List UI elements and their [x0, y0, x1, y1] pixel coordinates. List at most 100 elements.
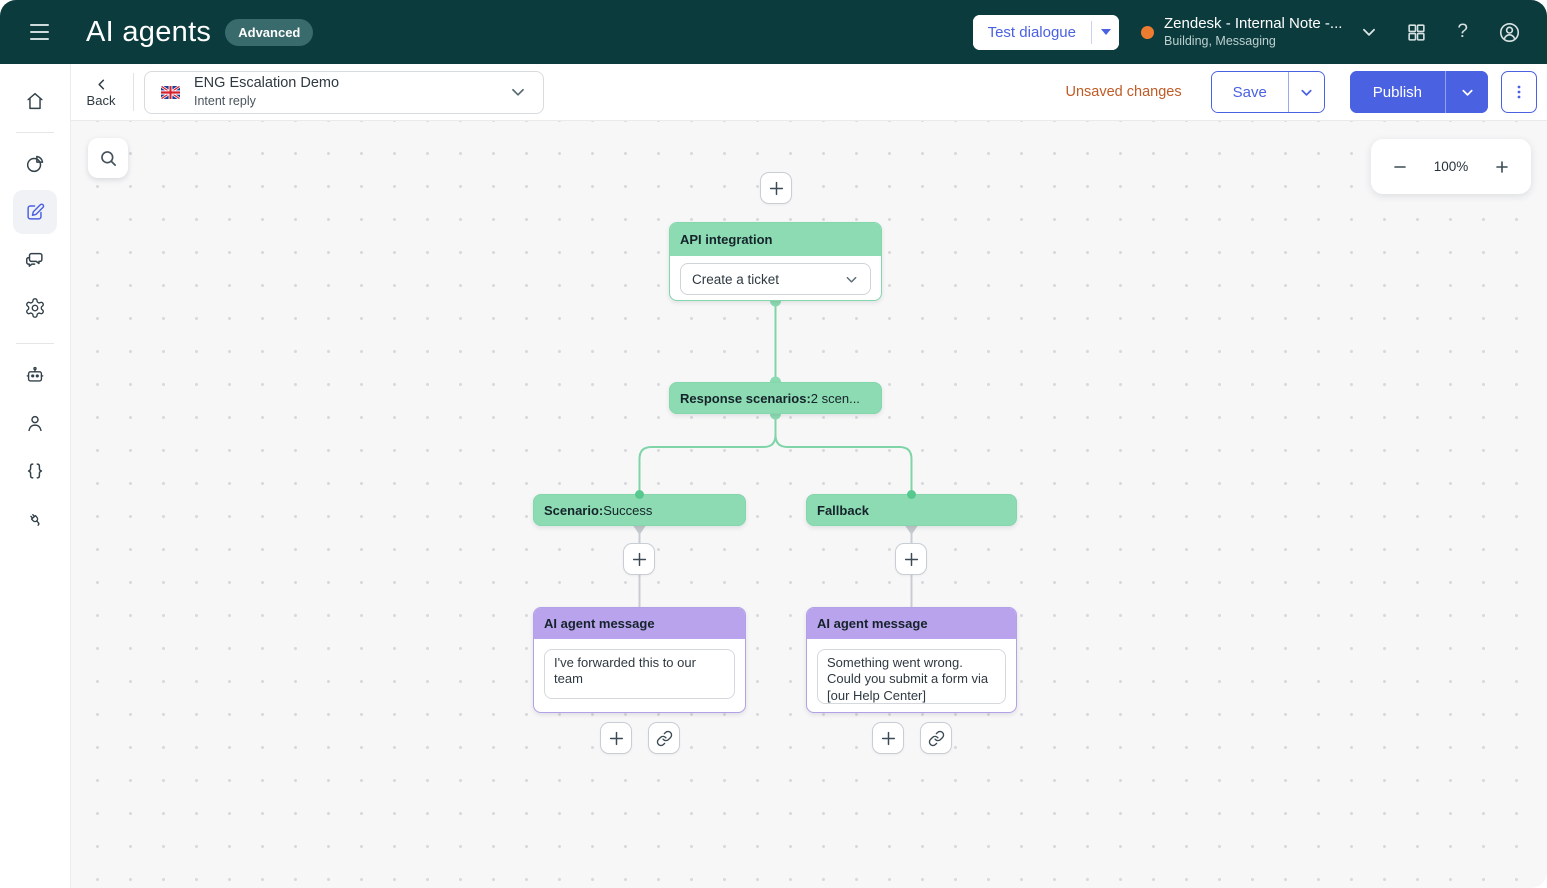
- node-title: AI agent message: [817, 616, 928, 631]
- agent-message-input[interactable]: Something went wrong. Could you submit a…: [817, 649, 1006, 704]
- caret-down-icon: [1100, 29, 1111, 35]
- save-split-button: Save: [1210, 71, 1325, 113]
- link-step-button-success[interactable]: [648, 722, 680, 754]
- zoom-out-button[interactable]: [1387, 154, 1413, 180]
- node-header: API integration: [670, 223, 881, 256]
- add-node-button-success-branch[interactable]: [623, 543, 655, 575]
- workspace-name: Zendesk - Internal Note -...: [1164, 14, 1343, 32]
- divider: [1287, 72, 1289, 112]
- canvas-search-button[interactable]: [88, 138, 128, 178]
- chat-icon: [26, 252, 43, 267]
- zoom-controls: 100%: [1371, 139, 1531, 194]
- minus-icon: [1394, 165, 1406, 168]
- node-title: Fallback: [817, 502, 870, 518]
- menu-icon[interactable]: [30, 19, 56, 45]
- link-step-button-fallback[interactable]: [920, 722, 952, 754]
- sidebar-item-analytics[interactable]: [13, 142, 57, 186]
- divider: [16, 132, 54, 133]
- braces-icon: [27, 463, 43, 479]
- sidebar-item-settings[interactable]: [13, 286, 57, 330]
- api-action-value: Create a ticket: [692, 271, 780, 287]
- sidebar: [0, 64, 71, 888]
- flow-subtitle: Intent reply: [194, 94, 256, 109]
- node-subtitle: Success: [603, 502, 653, 518]
- node-fallback[interactable]: Fallback: [806, 494, 1017, 526]
- plus-icon: [609, 731, 623, 745]
- node-header: AI agent message: [807, 608, 1016, 639]
- uk-flag-icon: [161, 85, 180, 99]
- publish-split-button: Publish: [1349, 71, 1488, 113]
- chevron-down-icon: [509, 83, 527, 101]
- chevron-left-icon: [97, 79, 104, 89]
- node-agent-message-success[interactable]: AI agent message I've forwarded this to …: [533, 607, 746, 713]
- sidebar-item-integrations[interactable]: [13, 497, 57, 541]
- sidebar-item-home[interactable]: [13, 79, 57, 123]
- unsaved-changes-label: Unsaved changes: [1065, 84, 1182, 100]
- back-label: Back: [86, 92, 116, 108]
- plus-icon: [881, 731, 895, 745]
- plus-icon: [632, 552, 646, 566]
- search-icon: [100, 150, 116, 166]
- node-agent-message-fallback[interactable]: AI agent message Something went wrong. C…: [806, 607, 1017, 713]
- test-dialogue-caret-button[interactable]: [1092, 14, 1119, 50]
- help-icon[interactable]: ?: [1457, 21, 1468, 42]
- flow-title: ENG Escalation Demo: [194, 75, 340, 92]
- person-icon: [28, 415, 42, 432]
- apps-grid-icon[interactable]: [1406, 22, 1427, 43]
- add-node-button-top[interactable]: [760, 172, 792, 204]
- agent-message-input[interactable]: I've forwarded this to our team: [544, 649, 735, 699]
- back-button[interactable]: Back: [79, 77, 123, 108]
- workspace-subtitle: Building, Messaging: [1164, 33, 1276, 48]
- gear-icon: [26, 298, 44, 318]
- node-title: Response scenarios:: [680, 390, 811, 406]
- workspace-switcher[interactable]: Zendesk - Internal Note -... Building, M…: [1141, 15, 1378, 49]
- divider: [16, 343, 54, 344]
- save-caret-button[interactable]: [1288, 72, 1324, 112]
- api-action-select[interactable]: Create a ticket: [680, 263, 871, 295]
- save-button[interactable]: Save: [1211, 72, 1288, 112]
- node-header: AI agent message: [534, 608, 745, 639]
- status-dot-icon: [1141, 25, 1154, 39]
- flow-canvas[interactable]: 100% API integration Create a ticket: [71, 121, 1547, 888]
- divider: [133, 73, 134, 111]
- flow-selector[interactable]: ENG Escalation Demo Intent reply: [144, 70, 544, 114]
- node-title: API integration: [680, 232, 773, 247]
- link-icon: [656, 730, 672, 746]
- kebab-icon: [1517, 85, 1521, 99]
- add-node-button-fallback-branch[interactable]: [895, 543, 927, 575]
- publish-caret-button[interactable]: [1446, 71, 1488, 113]
- pie-chart-icon: [26, 155, 44, 173]
- more-options-button[interactable]: [1501, 71, 1537, 113]
- top-bar: AI agents Advanced Test dialogue Zendesk…: [0, 0, 1547, 64]
- connector-dot: [907, 490, 916, 499]
- chevron-down-icon: [1301, 89, 1312, 96]
- sidebar-item-ai-agent[interactable]: [13, 353, 57, 397]
- flow-toolbar: Back ENG Escalation Demo Intent reply: [71, 64, 1547, 121]
- link-icon: [928, 730, 944, 746]
- sidebar-item-users[interactable]: [13, 401, 57, 445]
- add-step-button-fallback[interactable]: [872, 722, 904, 754]
- account-icon[interactable]: [1498, 21, 1521, 44]
- add-step-button-success[interactable]: [600, 722, 632, 754]
- sidebar-item-build[interactable]: [13, 190, 57, 234]
- chevron-down-icon: [1360, 23, 1378, 41]
- advanced-badge: Advanced: [225, 18, 314, 46]
- chevron-down-icon: [844, 272, 859, 287]
- node-subtitle: 2 scen...: [810, 390, 860, 406]
- page-title: AI agents: [86, 15, 212, 48]
- zoom-in-button[interactable]: [1489, 154, 1515, 180]
- plus-icon: [904, 552, 918, 566]
- zoom-level: 100%: [1433, 159, 1469, 174]
- robot-icon: [26, 366, 44, 382]
- node-title: Scenario:: [544, 502, 604, 518]
- edit-icon: [27, 203, 45, 220]
- node-title: AI agent message: [544, 616, 655, 631]
- test-dialogue-button[interactable]: Test dialogue: [972, 14, 1091, 50]
- node-response-scenarios[interactable]: Response scenarios:2 scen...: [669, 382, 882, 414]
- sidebar-item-api[interactable]: [13, 449, 57, 493]
- publish-button[interactable]: Publish: [1349, 71, 1445, 113]
- test-dialogue-split-button: Test dialogue: [972, 14, 1119, 50]
- node-api-integration[interactable]: API integration Create a ticket: [669, 222, 882, 301]
- sidebar-item-conversations[interactable]: [13, 238, 57, 282]
- home-icon: [27, 92, 43, 110]
